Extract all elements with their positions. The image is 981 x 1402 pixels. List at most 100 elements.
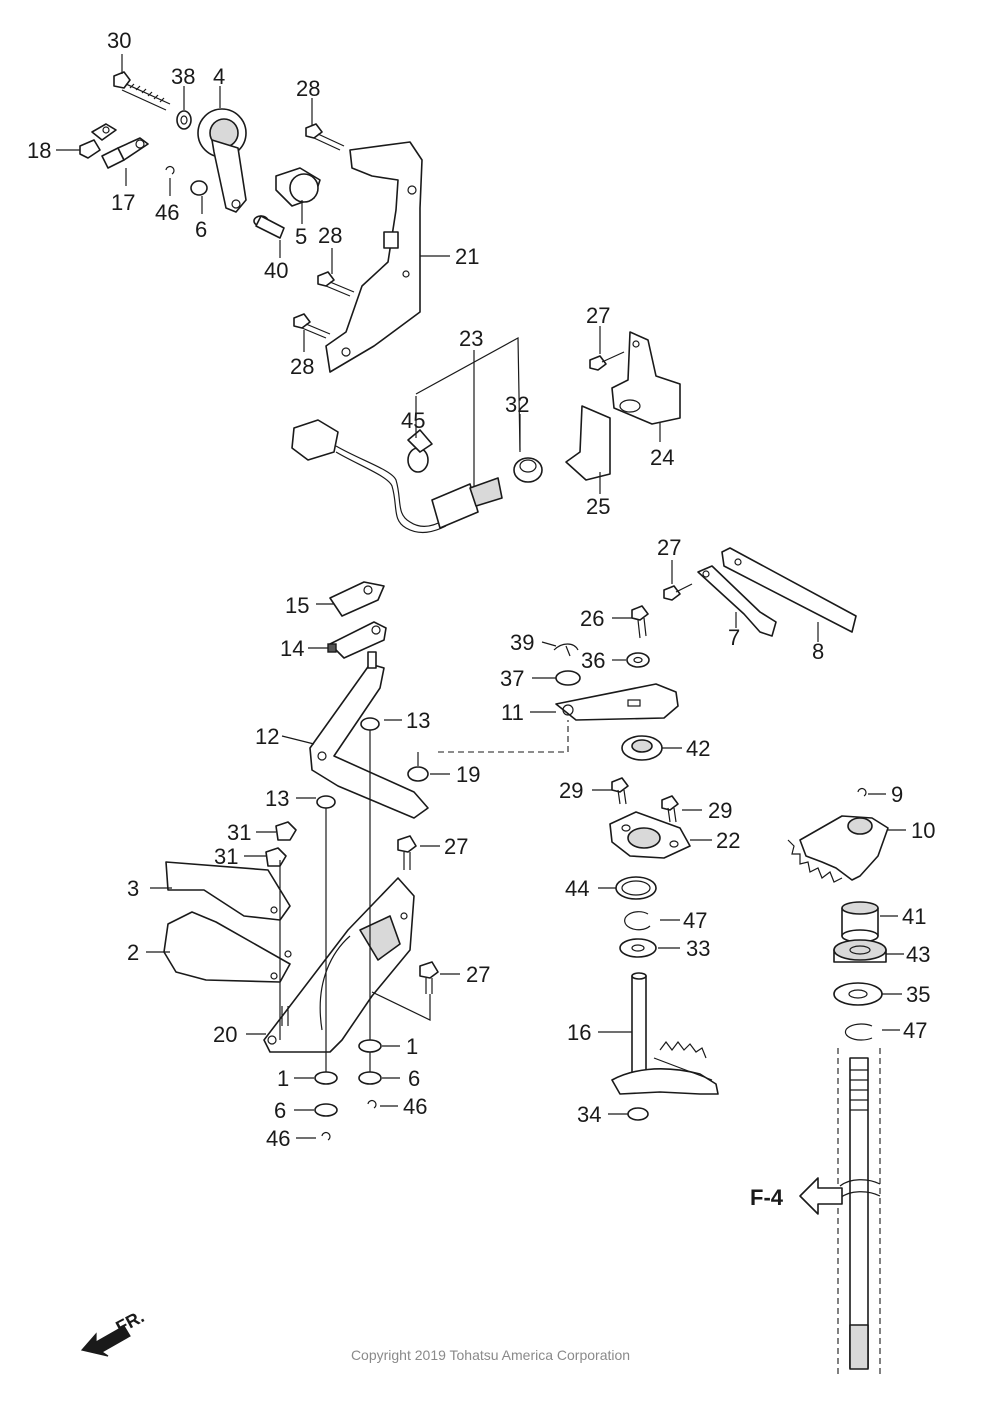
callout-11: 11 <box>501 700 524 725</box>
callout-28: 28 <box>290 354 314 379</box>
callout-12: 12 <box>255 724 279 749</box>
part-pin-40 <box>253 215 285 239</box>
callout-3: 3 <box>127 876 139 901</box>
part-washer-33 <box>619 938 657 958</box>
part-bolt-27a <box>589 351 625 371</box>
reference-arrow: F-4 <box>750 1177 843 1215</box>
part-bushing-13a <box>360 717 380 731</box>
callout-46: 46 <box>155 200 179 225</box>
part-bolt-29a <box>611 777 629 805</box>
part-clip-9 <box>857 788 867 797</box>
part-plate-3 <box>165 861 291 921</box>
part-washer-38 <box>176 110 192 130</box>
part-bracket-24 <box>611 331 681 425</box>
part-bolt-26 <box>631 605 649 639</box>
part-washer-6 <box>190 180 208 196</box>
callout-25: 25 <box>586 494 610 519</box>
part-circlip-47a <box>624 911 651 931</box>
part-clip-46b <box>367 1100 377 1109</box>
callout-18: 18 <box>27 138 51 163</box>
part-sensor-23 <box>291 419 503 534</box>
callout-1: 1 <box>406 1034 418 1059</box>
part-bushing-13b <box>316 795 336 809</box>
part-collar-19 <box>407 766 429 782</box>
callout-42: 42 <box>686 736 710 761</box>
callout-31: 31 <box>214 844 238 869</box>
callout-34: 34 <box>577 1102 601 1127</box>
copyright-text: Copyright 2019 Tohatsu America Corporati… <box>350 1347 631 1363</box>
callout-6: 6 <box>195 217 207 242</box>
callout-32: 32 <box>505 392 529 417</box>
callout-22: 22 <box>716 828 740 853</box>
part-bracket-21 <box>325 141 423 373</box>
part-nut-31a <box>275 821 297 841</box>
callout-37: 37 <box>500 666 524 691</box>
callout-21: 21 <box>455 244 479 269</box>
callout-30: 30 <box>107 28 131 53</box>
callout-41: 41 <box>902 904 926 929</box>
reference-label: F-4 <box>750 1185 784 1210</box>
part-nut-31b <box>265 847 287 867</box>
callout-27: 27 <box>466 962 490 987</box>
part-bolt-27d <box>419 961 439 994</box>
part-collar-5 <box>275 167 321 207</box>
part-clip-45 <box>407 429 433 473</box>
callout-47: 47 <box>903 1018 927 1043</box>
part-joint-15 <box>329 581 385 617</box>
part-pin-39 <box>553 643 579 657</box>
callout-35: 35 <box>906 982 930 1007</box>
part-washer-1b <box>314 1071 338 1085</box>
callout-43: 43 <box>906 942 930 967</box>
part-bushing-41 <box>841 901 879 943</box>
callout-45: 45 <box>401 408 425 433</box>
callout-1: 1 <box>277 1066 289 1091</box>
part-washer-1a <box>358 1039 382 1053</box>
part-shift-shaft <box>837 1048 881 1376</box>
part-joint-14 <box>327 621 387 659</box>
callout-36: 36 <box>581 648 605 673</box>
callout-13: 13 <box>265 786 289 811</box>
callout-47: 47 <box>683 908 707 933</box>
callout-13: 13 <box>406 708 430 733</box>
part-washer-36 <box>626 652 650 668</box>
callout-27: 27 <box>444 834 468 859</box>
callout-6: 6 <box>408 1066 420 1091</box>
part-holder-22 <box>609 811 691 859</box>
callout-46: 46 <box>266 1126 290 1151</box>
callout-38: 38 <box>171 64 195 89</box>
part-joint-17 <box>101 137 149 169</box>
part-joint-18 <box>79 123 117 159</box>
callout-4: 4 <box>213 64 225 89</box>
part-cover-25 <box>565 405 611 481</box>
callout-24: 24 <box>650 445 674 470</box>
callout-23: 23 <box>459 326 483 351</box>
part-washer-35 <box>833 982 883 1006</box>
part-spacer-43 <box>833 939 887 963</box>
callout-31: 31 <box>227 820 251 845</box>
callout-26: 26 <box>580 606 604 631</box>
callout-2: 2 <box>127 940 139 965</box>
callout-28: 28 <box>296 76 320 101</box>
part-bolt-30 <box>113 71 171 111</box>
callout-8: 8 <box>812 639 824 664</box>
part-bracket-2 <box>163 911 292 983</box>
part-washer-37 <box>555 670 581 686</box>
callout-17: 17 <box>111 190 135 215</box>
callout-7: 7 <box>728 625 740 650</box>
callout-27: 27 <box>657 535 681 560</box>
part-bolt-28a <box>305 123 345 151</box>
callout-5: 5 <box>295 224 307 249</box>
part-bushing-42 <box>621 735 663 761</box>
part-bolt-29b <box>661 795 679 823</box>
part-gear-10 <box>787 815 889 883</box>
callout-29: 29 <box>559 778 583 803</box>
callout-16: 16 <box>567 1020 591 1045</box>
callout-9: 9 <box>891 782 903 807</box>
part-lever-4 <box>197 108 247 213</box>
callout-46: 46 <box>403 1094 427 1119</box>
callout-20: 20 <box>213 1022 237 1047</box>
callout-33: 33 <box>686 936 710 961</box>
callout-39: 39 <box>510 630 534 655</box>
callout-44: 44 <box>565 876 589 901</box>
